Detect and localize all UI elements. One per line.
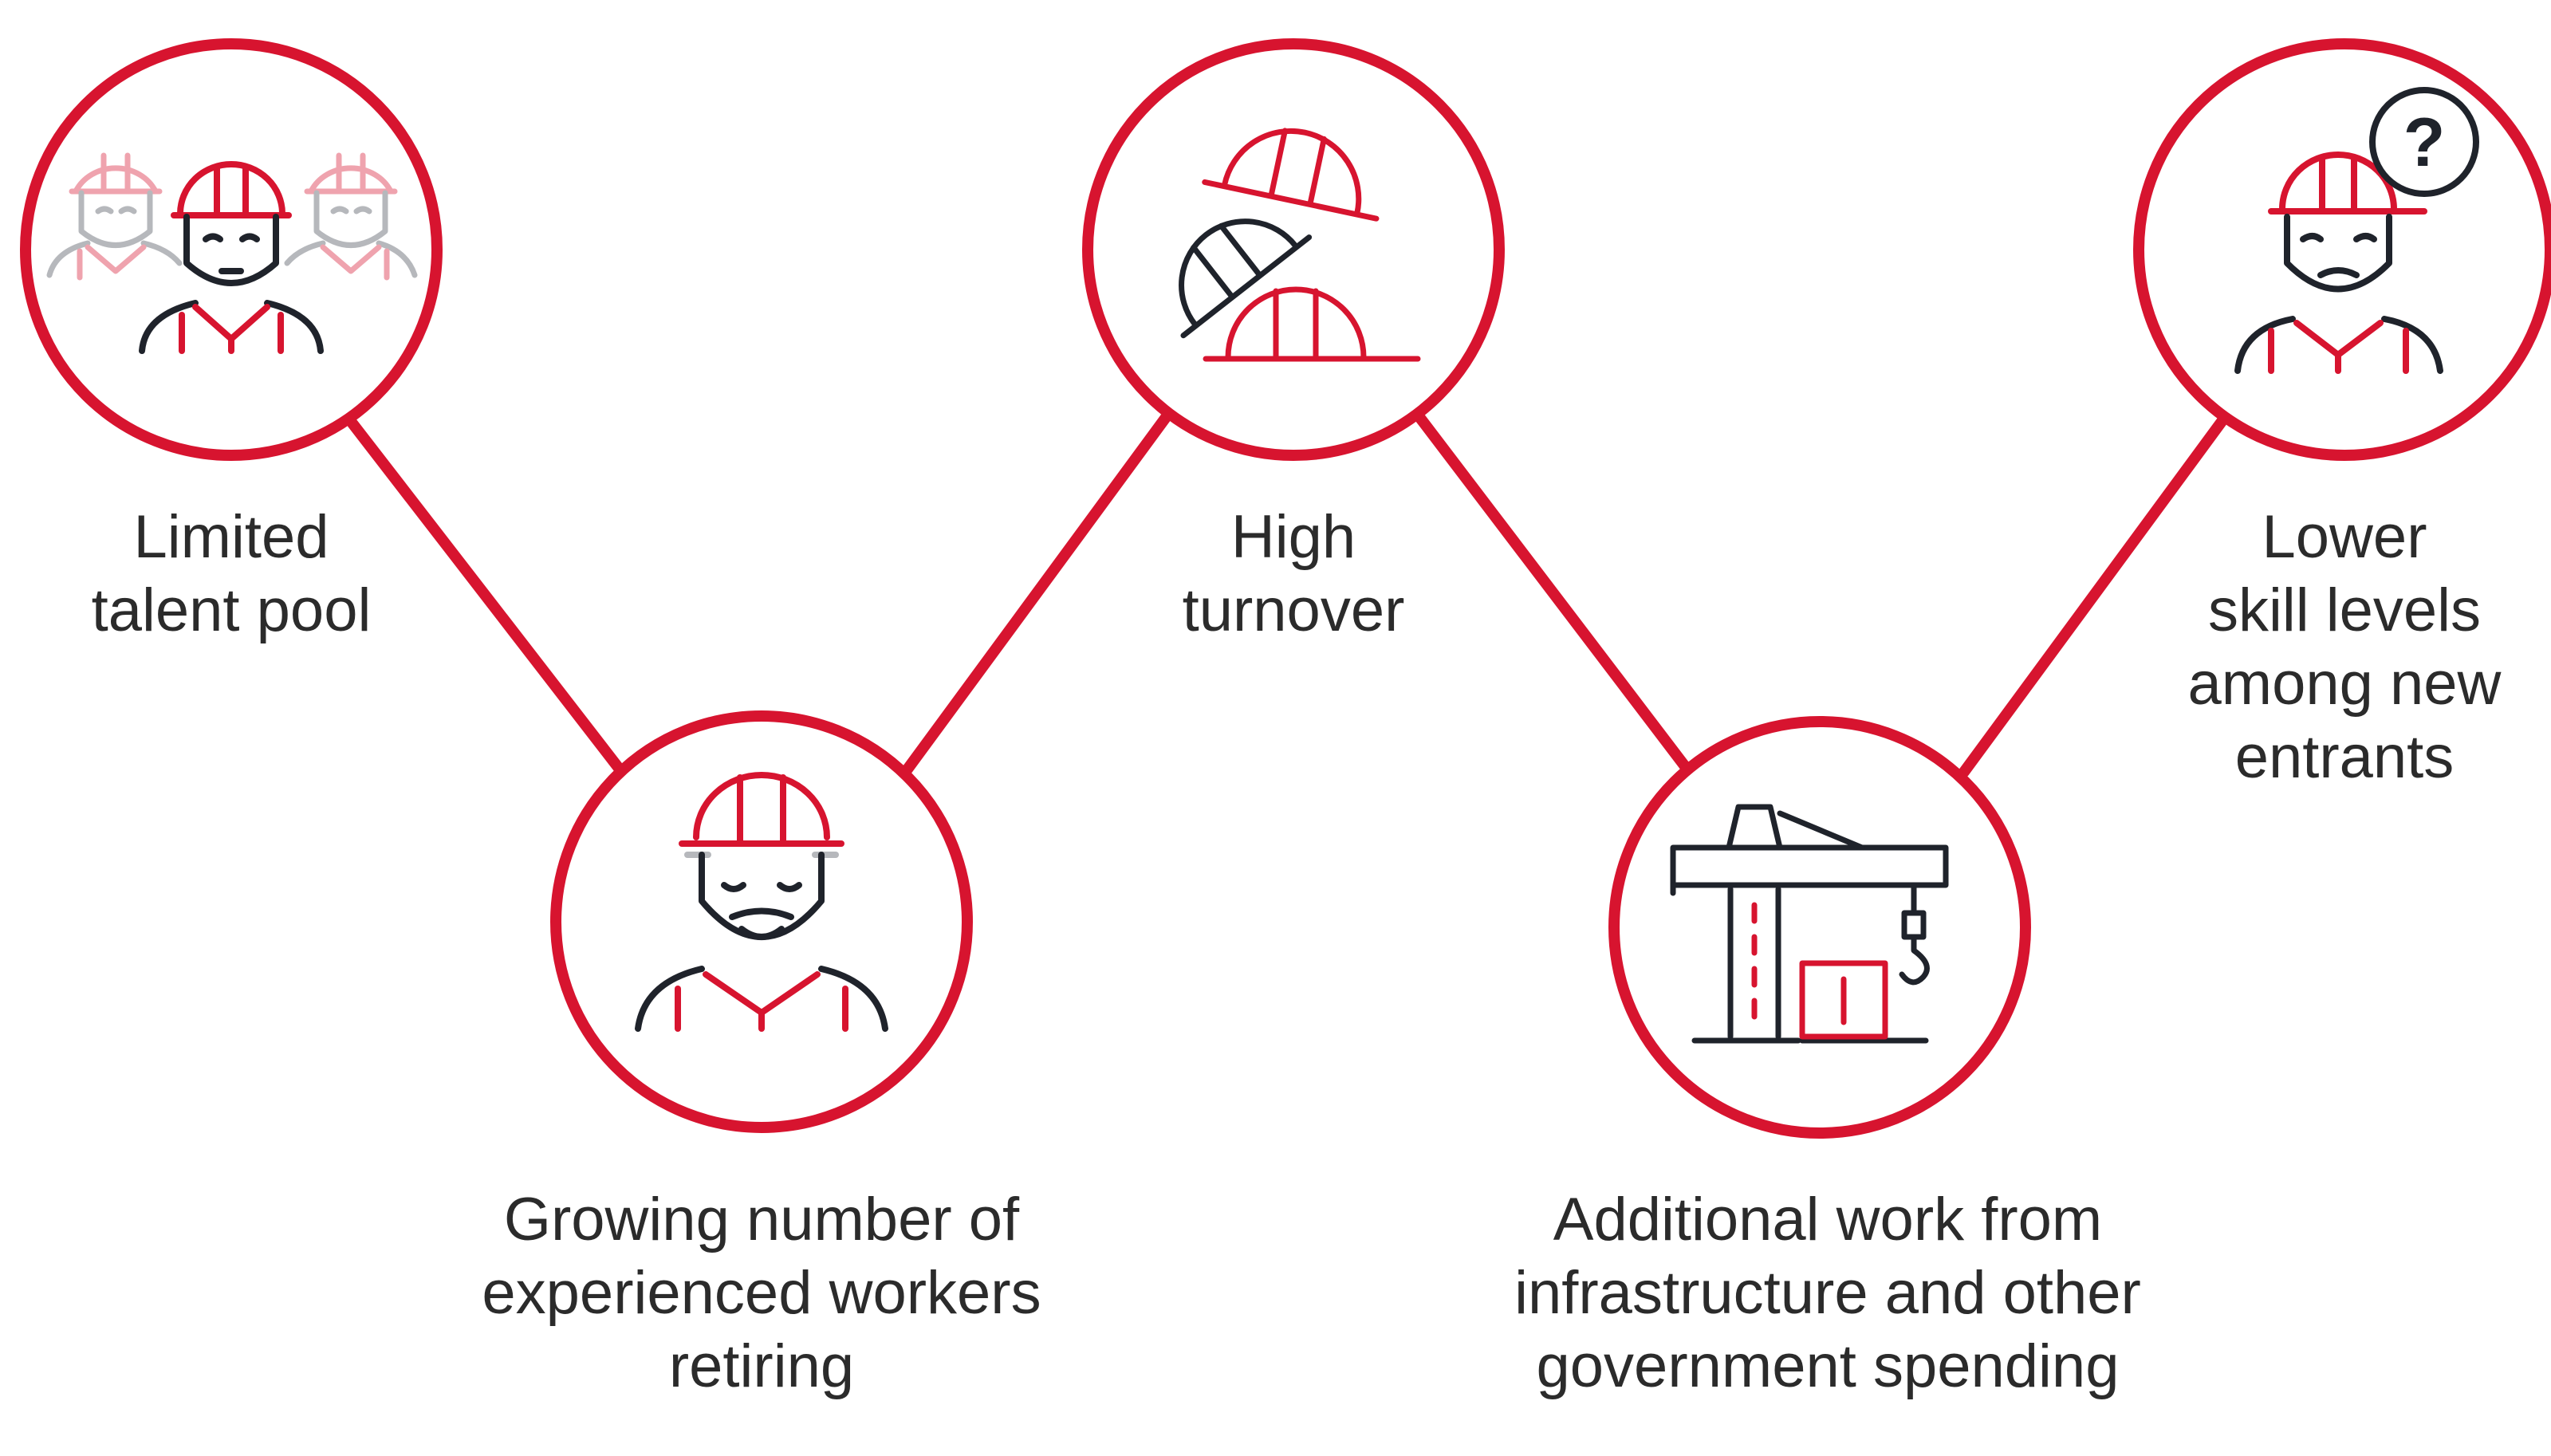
elderly-worker-icon xyxy=(635,772,888,1032)
label-line: retiring xyxy=(668,1332,855,1400)
label-additional-work: Additional work from infrastructure and … xyxy=(1429,1183,2226,1403)
node-circle xyxy=(1608,716,2031,1139)
label-line: among new xyxy=(2187,650,2502,718)
question-mark-glyph: ? xyxy=(2403,104,2446,181)
connector-line xyxy=(1414,411,1693,775)
node-circle xyxy=(550,710,973,1133)
label-line: experienced workers xyxy=(482,1259,1041,1327)
label-line: infrastructure and other xyxy=(1514,1259,2141,1327)
confused-worker-icon: ? xyxy=(2234,87,2479,374)
label-line: Limited xyxy=(133,503,329,571)
connector-line xyxy=(347,418,626,776)
label-line: Growing number of xyxy=(503,1186,1020,1253)
label-line: government spending xyxy=(1536,1332,2120,1400)
label-retiring-workers: Growing number of experienced workers re… xyxy=(403,1183,1120,1403)
falling-hardhats-icon xyxy=(1179,128,1421,362)
label-line: Additional work from xyxy=(1553,1186,2103,1253)
label-line: entrants xyxy=(2234,723,2455,791)
label-line: Lower xyxy=(2262,503,2427,571)
label-high-turnover: High turnover xyxy=(1094,501,1493,647)
label-limited-talent-pool: Limited talent pool xyxy=(32,501,431,647)
node-circle xyxy=(20,38,443,461)
label-line: talent pool xyxy=(91,576,372,644)
worker-group-icon xyxy=(46,152,418,354)
construction-crane-icon xyxy=(1670,804,1949,1044)
label-line: High xyxy=(1230,503,1356,571)
connector-line xyxy=(1959,414,2229,777)
node-circle xyxy=(2133,38,2551,461)
label-line: skill levels xyxy=(2207,576,2482,644)
label-lower-skill-levels: Lower skill levels among new entrants xyxy=(2153,501,2536,794)
label-line: turnover xyxy=(1182,576,1405,644)
connector-line xyxy=(901,407,1175,776)
